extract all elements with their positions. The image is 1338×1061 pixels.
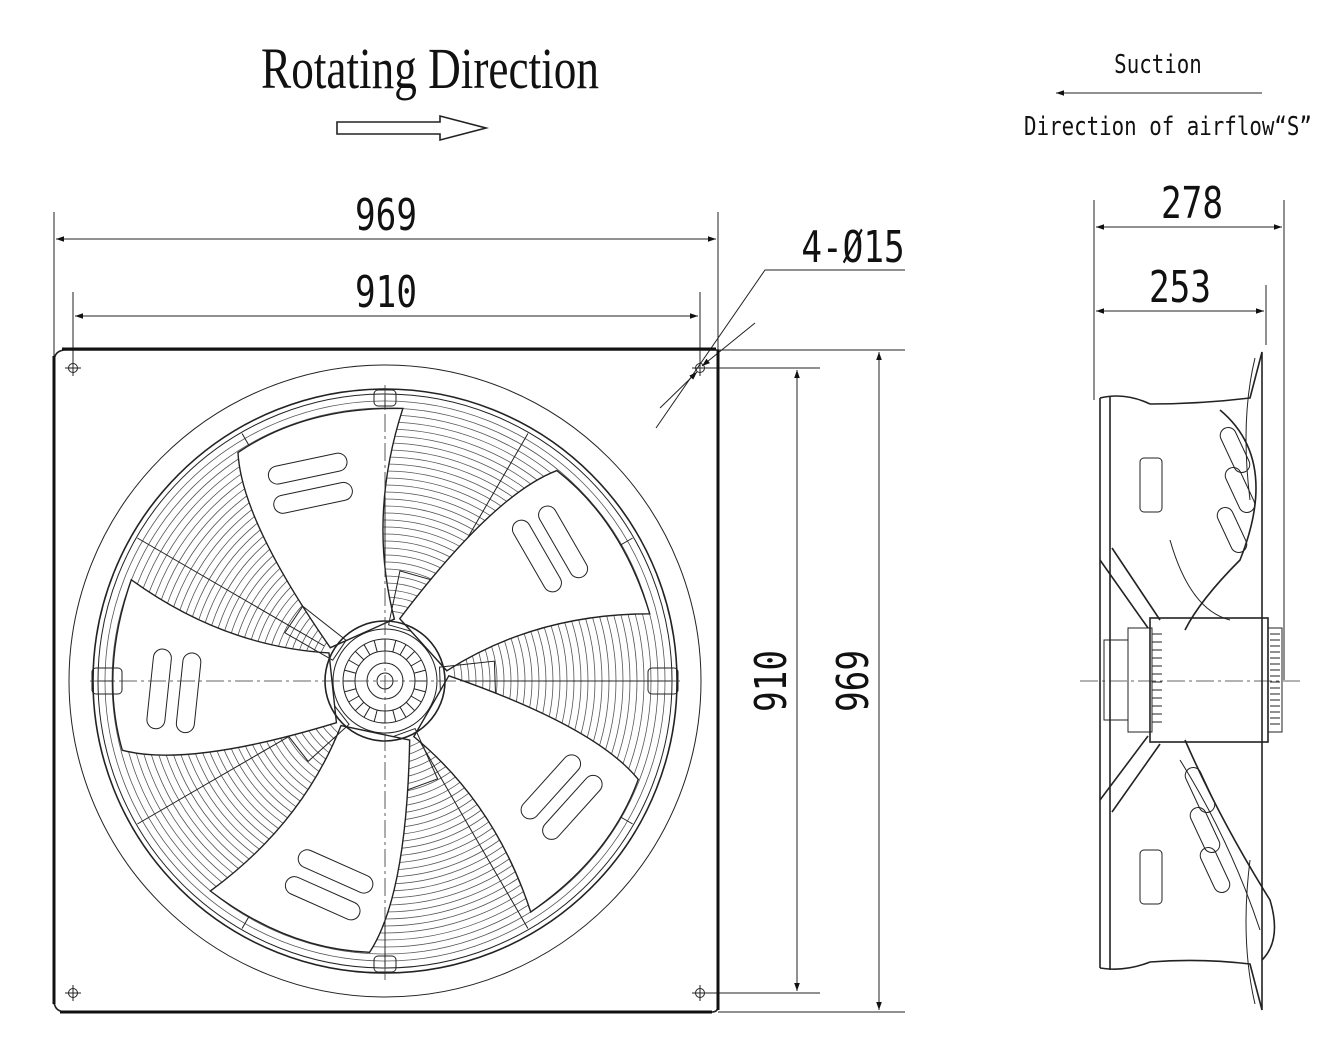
dim-width-910: 910 — [355, 267, 417, 318]
fan-blades — [112, 407, 651, 953]
front-view — [52, 347, 720, 1014]
side-view — [1080, 351, 1300, 1011]
mounting-holes — [65, 360, 708, 1001]
dim-depth-253: 253 — [1149, 262, 1211, 313]
suction-label: Suction — [1114, 49, 1202, 80]
dim-height-910: 910 — [746, 650, 797, 712]
front-dimensions: 969 910 910 969 4-Ø15 — [53, 190, 905, 1013]
dim-depth-278: 278 — [1161, 178, 1223, 229]
dim-hole-spec: 4-Ø15 — [801, 222, 904, 273]
venturi-ring — [68, 364, 702, 998]
dim-width-969: 969 — [355, 190, 417, 241]
rotation-arrow-icon — [336, 114, 490, 142]
side-dimensions: 278 253 — [1093, 178, 1285, 680]
rotating-direction-title: Rotating Direction — [261, 38, 599, 102]
dim-height-969: 969 — [828, 650, 879, 712]
airflow-direction-label: Direction of airflow“S” — [1024, 111, 1312, 142]
